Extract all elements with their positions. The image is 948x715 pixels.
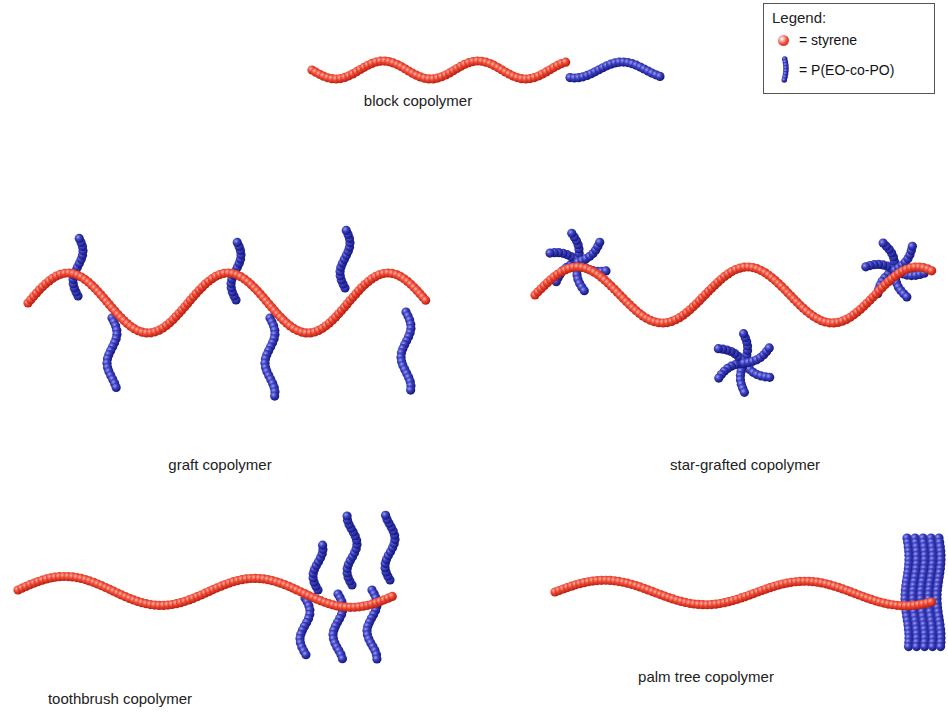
bead <box>739 329 748 338</box>
bead <box>904 642 913 651</box>
bead <box>927 597 936 606</box>
bead <box>567 229 576 238</box>
bead <box>765 343 774 352</box>
peo-ppo-chain <box>573 238 604 267</box>
peo-ppo-chain <box>68 234 87 301</box>
bead <box>301 650 310 659</box>
peo-ppo-chain <box>396 307 415 394</box>
structure-caption: palm tree copolymer <box>638 668 774 685</box>
bead <box>714 373 723 382</box>
legend-text: = styrene <box>799 32 857 48</box>
bead <box>655 72 664 81</box>
bead <box>545 248 554 257</box>
peo-ppo-chain <box>226 238 245 305</box>
bead <box>781 77 787 83</box>
legend-heading: Legend: <box>772 9 826 26</box>
peo-ppo-chain <box>342 511 361 589</box>
bead <box>561 58 570 67</box>
peo-ppo-chain <box>295 593 314 659</box>
legend-entry: = P(EO-co-PO) <box>774 56 894 84</box>
bead <box>936 642 945 651</box>
bead <box>714 344 723 353</box>
bead <box>580 286 589 295</box>
bead <box>318 541 327 550</box>
peo-ppo-chain <box>714 358 748 382</box>
bead <box>381 511 390 520</box>
bead <box>233 238 242 247</box>
bead <box>595 238 604 247</box>
styrene-chain <box>550 576 936 611</box>
bead <box>740 388 749 397</box>
bead <box>342 511 351 520</box>
bead <box>388 592 397 601</box>
bead <box>75 234 84 243</box>
peo-ppo-chain <box>565 57 664 82</box>
bead <box>342 226 351 235</box>
bead <box>406 386 415 395</box>
styrene-chain <box>530 262 936 327</box>
chain-guide <box>28 273 428 333</box>
bead <box>920 642 929 651</box>
bead <box>372 654 381 663</box>
structure-caption: graft copolymer <box>168 456 271 473</box>
structure-caption: block copolymer <box>364 92 472 109</box>
styrene-chain <box>13 572 396 612</box>
peo-ppo-chain <box>260 313 279 400</box>
bead <box>112 383 121 392</box>
bead <box>270 392 279 401</box>
bead <box>879 239 888 248</box>
bead <box>908 242 917 251</box>
peo-ppo-chain <box>381 511 400 585</box>
bead <box>861 262 870 271</box>
bead <box>902 292 911 301</box>
legend-chain-sample <box>777 56 791 84</box>
bead <box>421 296 430 305</box>
structure-caption: star-grafted copolymer <box>670 456 820 473</box>
structure-caption: toothbrush copolymer <box>48 690 192 707</box>
legend-text: = P(EO-co-PO) <box>799 62 894 78</box>
peo-ppo-chain <box>932 533 945 651</box>
bead <box>765 373 774 382</box>
bead <box>912 642 921 651</box>
peo-ppo-chain <box>309 541 328 595</box>
styrene-chain <box>307 56 570 83</box>
bead <box>338 654 347 663</box>
bead <box>928 642 937 651</box>
legend-entry: = styrene <box>774 32 857 48</box>
chain-guide <box>535 267 935 323</box>
styrene-chain <box>23 268 430 337</box>
peo-ppo-chain <box>335 226 354 293</box>
peo-ppo-chain <box>739 343 773 367</box>
bead <box>927 266 936 275</box>
legend-swatch <box>778 35 789 46</box>
peo-ppo-chain <box>102 313 121 392</box>
